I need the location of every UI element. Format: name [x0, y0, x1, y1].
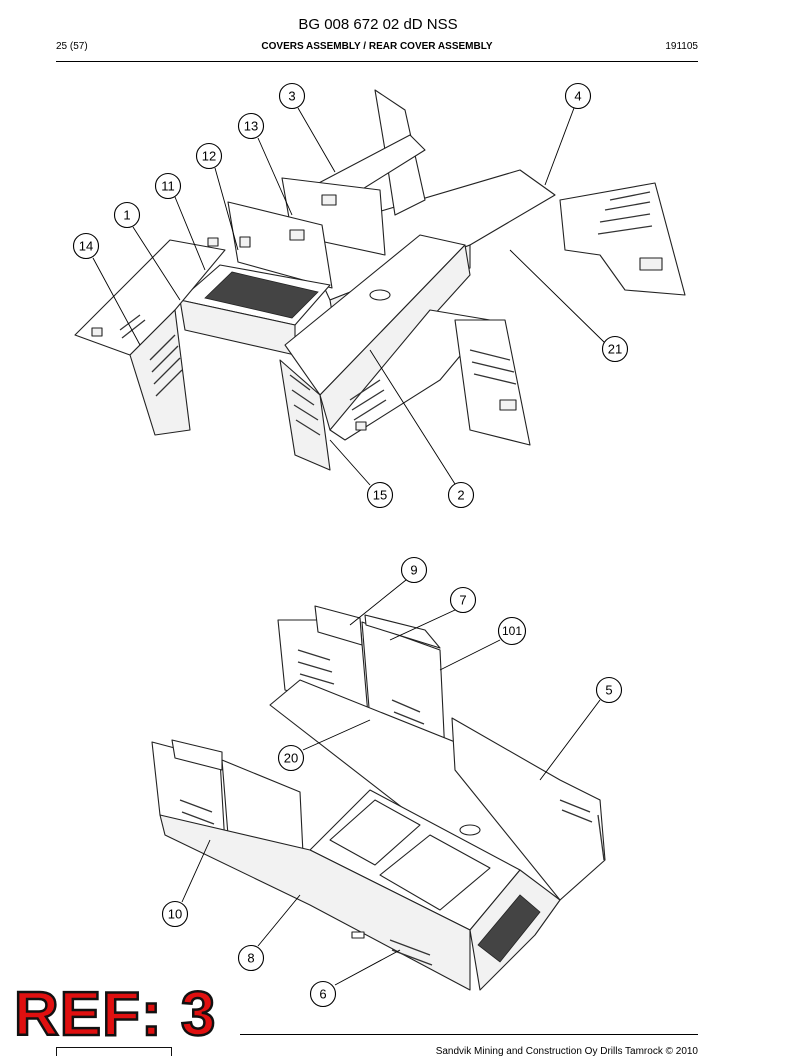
- footer-divider: [240, 1034, 698, 1035]
- svg-text:9: 9: [410, 563, 417, 578]
- callout-8: 8: [237, 944, 265, 972]
- callout-7: 7: [449, 586, 477, 614]
- date-code: 191105: [665, 41, 698, 52]
- sandvik-logo: [56, 1047, 172, 1056]
- page-number: 25 (57): [56, 41, 88, 52]
- svg-text:21: 21: [608, 342, 622, 357]
- svg-text:8: 8: [247, 951, 254, 966]
- callout-2: 2: [447, 481, 475, 509]
- svg-text:14: 14: [79, 239, 93, 254]
- lower-assembly-drawing: [151, 605, 606, 991]
- svg-text:2: 2: [457, 488, 464, 503]
- callout-6: 6: [309, 980, 337, 1008]
- callout-13: 13: [237, 112, 265, 140]
- document-number: BG 008 672 02 dD NSS: [298, 16, 458, 33]
- svg-text:6: 6: [319, 987, 326, 1002]
- header-divider: [56, 61, 698, 62]
- callout-101: 101: [497, 616, 527, 646]
- svg-text:12: 12: [202, 149, 216, 164]
- callout-20: 20: [277, 744, 305, 772]
- ref-stamp: REF: 3: [13, 980, 217, 1049]
- svg-text:101: 101: [502, 624, 522, 638]
- callout-3: 3: [278, 82, 306, 110]
- svg-text:15: 15: [373, 488, 387, 503]
- svg-text:1: 1: [123, 208, 130, 223]
- svg-text:11: 11: [161, 179, 175, 194]
- callout-12: 12: [195, 142, 223, 170]
- callout-14: 14: [72, 232, 100, 260]
- callout-1: 1: [113, 201, 141, 229]
- callout-9: 9: [400, 556, 428, 584]
- callout-10: 10: [161, 900, 189, 928]
- callout-15: 15: [366, 481, 394, 509]
- callout-11: 11: [154, 172, 182, 200]
- callout-21: 21: [601, 335, 629, 363]
- page-header: 25 (57) COVERS ASSEMBLY / REAR COVER ASS…: [56, 41, 698, 57]
- svg-text:4: 4: [574, 89, 581, 104]
- svg-text:7: 7: [459, 593, 466, 608]
- svg-text:20: 20: [284, 751, 298, 766]
- svg-text:13: 13: [244, 119, 258, 134]
- svg-text:3: 3: [288, 89, 295, 104]
- section-title: COVERS ASSEMBLY / REAR COVER ASSEMBLY: [261, 41, 493, 52]
- footer-copyright: Sandvik Mining and Construction Oy Drill…: [435, 1046, 698, 1057]
- upper-assembly-drawing: [74, 89, 686, 471]
- svg-text:10: 10: [168, 907, 182, 922]
- svg-text:5: 5: [605, 683, 612, 698]
- callout-4: 4: [564, 82, 592, 110]
- callout-5: 5: [595, 676, 623, 704]
- lower-leader-lines: [181, 579, 601, 986]
- upper-leader-lines: [92, 107, 606, 486]
